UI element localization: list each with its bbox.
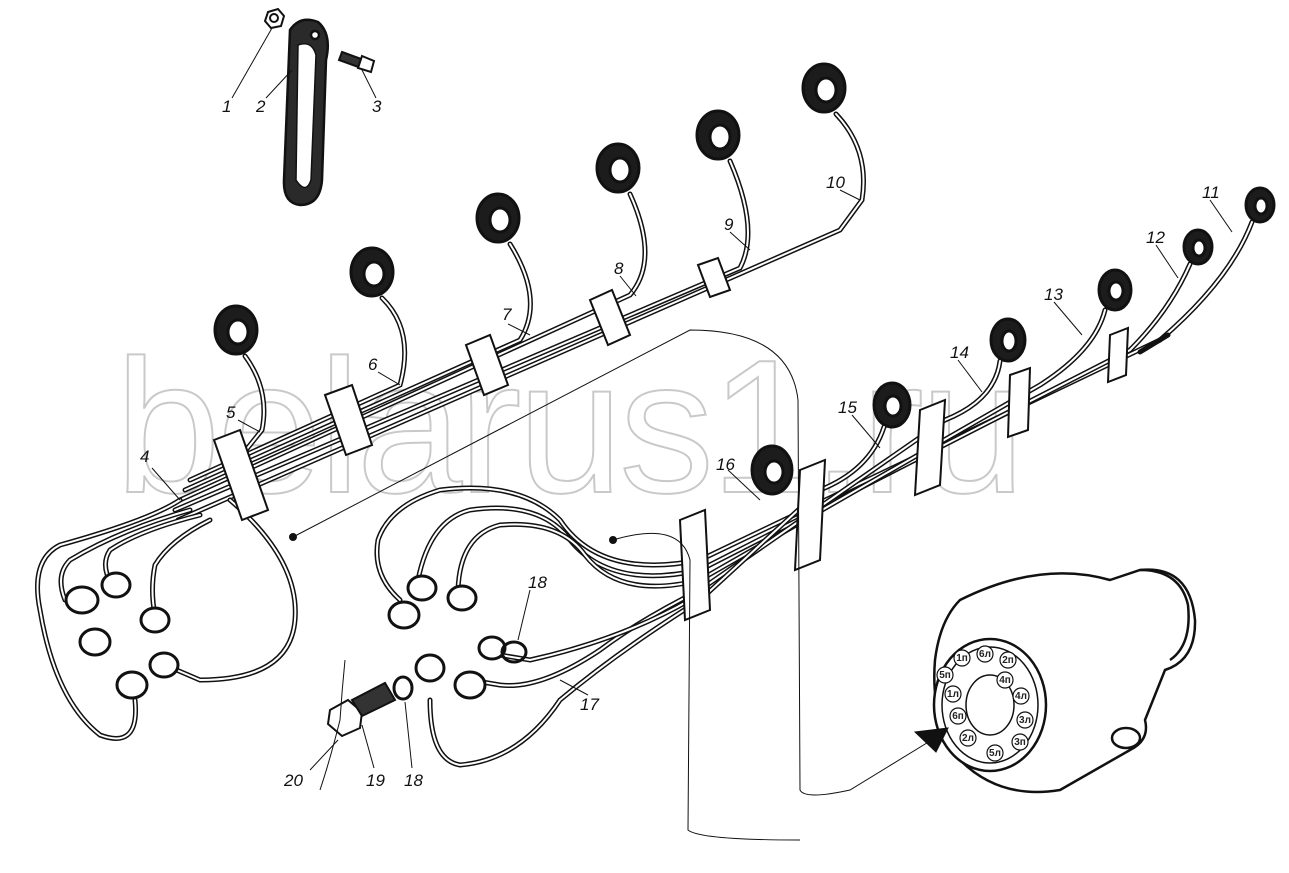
pump-port-labels: 1п 6л 2п 5п 4л 1л 3л 6п 3п 2л 5л 4п: [936, 645, 1034, 762]
callout-1: 1: [222, 97, 231, 116]
pipe-end-nuts-right: [387, 574, 507, 700]
callout-17: 17: [580, 695, 599, 714]
pump-port-label: 3л: [1019, 715, 1031, 726]
callout-11: 11: [1202, 183, 1220, 202]
callout-7: 7: [502, 305, 512, 324]
banjo-bolt-assembly: [319, 659, 414, 791]
callout-5: 5: [226, 403, 236, 422]
pump-port-label: 5л: [989, 748, 1001, 759]
fuel-injection-pump: [932, 568, 1197, 794]
injector-fittings-left-bank: [213, 62, 847, 356]
callout-16: 16: [716, 455, 735, 474]
pump-port-label: 2п: [1002, 655, 1014, 666]
pump-port-label: 5п: [939, 670, 951, 681]
fuel-pipes-left-bank: [35, 111, 867, 741]
callout-8: 8: [614, 259, 624, 278]
pipe-end-nuts-left: [64, 571, 180, 700]
callout-15: 15: [838, 398, 857, 417]
callout-12: 12: [1146, 228, 1165, 247]
pump-port-label: 4л: [1015, 691, 1027, 702]
pump-port-label: 6п: [952, 711, 964, 722]
callout-2: 2: [255, 97, 266, 116]
leader-lines: [151, 189, 1233, 771]
injector-fittings-right-bank: [750, 186, 1276, 496]
pump-port-label: 1п: [956, 653, 968, 664]
clamps-right-bank: [678, 326, 1130, 622]
fuel-pipes-right-bank: [374, 219, 1255, 768]
pump-port-label: 1л: [947, 689, 959, 700]
callout-10: 10: [826, 173, 845, 192]
pump-port-label: 6л: [979, 649, 991, 660]
callout-3: 3: [372, 97, 382, 116]
callout-14: 14: [950, 343, 969, 362]
callout-labels: 1 2 3 4 5 6 7 8 9 10 11 12 13 14 15 16 1…: [140, 97, 1220, 790]
leader-lines-top: [231, 27, 377, 99]
callout-18-upper: 18: [528, 573, 547, 592]
nut-part: [263, 7, 286, 30]
watermark-text: belarus1.ru: [115, 321, 1022, 533]
pump-port-label: 2л: [962, 733, 974, 744]
bolt-part: [337, 50, 376, 74]
sealing-washer-upper: [500, 640, 528, 664]
callout-19: 19: [366, 771, 385, 790]
pump-port-label: 3п: [1014, 737, 1026, 748]
callout-20: 20: [283, 771, 303, 790]
clamp-strip-part: [282, 18, 329, 207]
callout-13: 13: [1044, 285, 1063, 304]
connection-guide-lines: [289, 329, 949, 841]
pump-port-label: 4п: [999, 675, 1011, 686]
callout-9: 9: [724, 215, 734, 234]
clamps-left-bank: [212, 256, 732, 522]
direction-arrow-icon: [913, 727, 949, 753]
callout-6: 6: [368, 355, 378, 374]
callout-18-lower: 18: [404, 771, 423, 790]
callout-4: 4: [140, 447, 149, 466]
